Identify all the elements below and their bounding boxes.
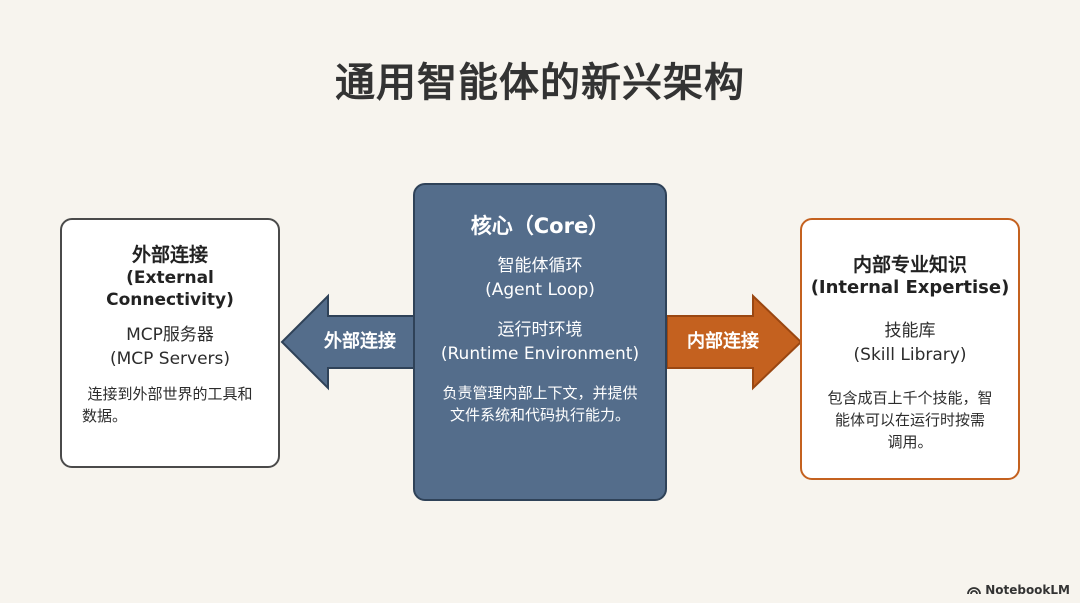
external-connectivity-title-en-2: Connectivity) [106,290,234,310]
right-arrow-label: 内部连接 [687,331,759,352]
external-connectivity-box: 外部连接 (External Connectivity) MCP服务器 (MCP… [60,218,280,468]
notebooklm-logo-icon [967,587,982,595]
runtime-environment-label-en: (Runtime Environment) [440,344,640,364]
internal-expertise-title-en: (Internal Expertise) [810,277,1010,298]
notebooklm-brand: NotebookLM [967,583,1070,597]
external-connectivity-title-en-1: (External [126,268,214,288]
core-desc-2: 文件系统和代码执行能力。 [449,406,630,424]
external-connectivity-desc-1: 连接到外部世界的工具和 [87,385,253,403]
core-title: 核心（Core） [470,214,610,238]
notebooklm-brand-text: NotebookLM [985,583,1070,597]
mcp-servers-label: MCP服务器 [126,325,214,345]
skill-library-label: 技能库 [884,321,936,341]
page-title: 通用智能体的新兴架构 [335,60,745,106]
agent-loop-label-en: (Agent Loop) [485,280,595,300]
internal-expertise-title: 内部专业知识 [852,254,967,276]
runtime-environment-label: 运行时环境 [497,320,583,340]
core-box: 核心（Core） 智能体循环 (Agent Loop) 运行时环境 (Runti… [413,183,667,501]
agent-loop-label: 智能体循环 [497,256,583,276]
internal-expertise-desc-3: 调用。 [887,433,933,451]
internal-expertise-box: 内部专业知识 (Internal Expertise) 技能库 (Skill L… [800,218,1020,480]
skill-library-label-en: (Skill Library) [853,345,967,365]
external-connectivity-title: 外部连接 [131,244,208,266]
internal-expertise-desc-2: 能体可以在运行时按需 [834,411,985,429]
core-desc-1: 负责管理内部上下文，并提供 [442,384,638,402]
right-arrow [666,293,803,391]
right-arrow-shape [666,293,803,391]
left-arrow-label: 外部连接 [324,331,396,352]
internal-expertise-desc-1: 包含成百上千个技能，智 [827,389,993,407]
mcp-servers-label-en: (MCP Servers) [109,349,231,369]
external-connectivity-desc-2: 数据。 [82,407,128,425]
